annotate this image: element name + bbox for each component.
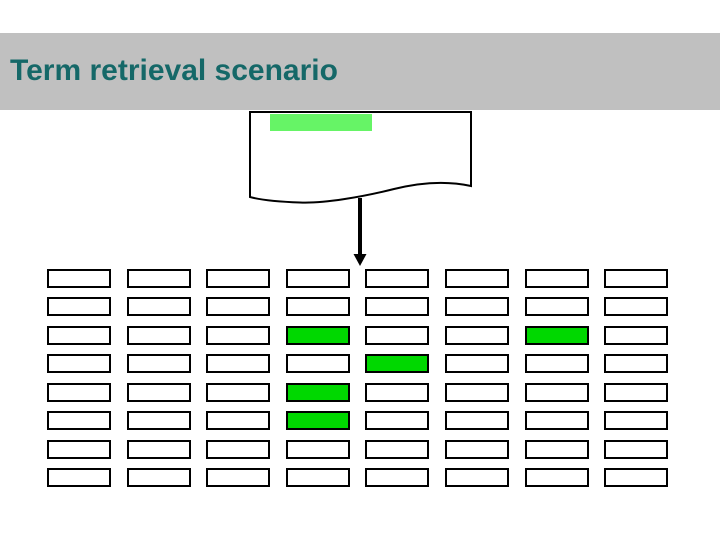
grid-cell-highlighted xyxy=(286,411,350,430)
grid-cell xyxy=(445,297,509,316)
grid-cell xyxy=(604,297,668,316)
grid-cell xyxy=(525,383,589,402)
grid-cell xyxy=(365,326,429,345)
grid-cell xyxy=(286,269,350,288)
grid-cell xyxy=(47,383,111,402)
grid-cell xyxy=(604,468,668,487)
grid-cell-highlighted xyxy=(365,354,429,373)
grid-cell xyxy=(604,383,668,402)
grid-cell xyxy=(47,468,111,487)
grid-cell xyxy=(47,411,111,430)
grid-cell xyxy=(604,269,668,288)
grid-cell-highlighted xyxy=(525,326,589,345)
query-document-figure xyxy=(249,111,472,266)
grid-cell xyxy=(206,383,270,402)
grid-cell xyxy=(127,383,191,402)
grid-cell xyxy=(525,354,589,373)
grid-cell xyxy=(365,269,429,288)
grid-cell xyxy=(206,354,270,373)
grid-cell xyxy=(47,297,111,316)
grid-cell xyxy=(525,440,589,459)
grid-cell xyxy=(365,468,429,487)
grid-cell xyxy=(127,326,191,345)
grid-cell xyxy=(206,297,270,316)
grid-cell xyxy=(445,269,509,288)
grid-cell xyxy=(445,468,509,487)
grid-cell xyxy=(47,269,111,288)
query-term-highlight-bar xyxy=(270,114,372,131)
slide-title: Term retrieval scenario xyxy=(10,54,338,87)
grid-cell xyxy=(365,411,429,430)
grid-cell-highlighted xyxy=(286,383,350,402)
grid-cell xyxy=(47,326,111,345)
grid-cell xyxy=(127,354,191,373)
grid-cell xyxy=(604,354,668,373)
grid-cell xyxy=(286,354,350,373)
grid-cell xyxy=(445,440,509,459)
grid-cell xyxy=(206,468,270,487)
grid-cell xyxy=(365,383,429,402)
grid-cell xyxy=(525,468,589,487)
grid-cell xyxy=(365,440,429,459)
grid-cell xyxy=(127,269,191,288)
grid-cell xyxy=(286,468,350,487)
grid-cell xyxy=(206,440,270,459)
grid-cell xyxy=(604,411,668,430)
grid-cell xyxy=(525,269,589,288)
grid-cell xyxy=(127,297,191,316)
grid-cell xyxy=(286,440,350,459)
grid-cell xyxy=(445,326,509,345)
term-grid xyxy=(47,269,673,489)
grid-cell xyxy=(206,411,270,430)
grid-cell xyxy=(445,354,509,373)
grid-cell xyxy=(127,411,191,430)
document-shape xyxy=(249,111,472,204)
grid-cell xyxy=(206,326,270,345)
grid-cell xyxy=(445,411,509,430)
grid-cell xyxy=(525,297,589,316)
grid-cell xyxy=(525,411,589,430)
grid-cell xyxy=(127,440,191,459)
grid-cell xyxy=(47,354,111,373)
title-band xyxy=(0,33,720,110)
grid-cell xyxy=(604,326,668,345)
grid-cell xyxy=(206,269,270,288)
grid-cell xyxy=(604,440,668,459)
grid-cell xyxy=(47,440,111,459)
grid-cell xyxy=(286,297,350,316)
grid-cell-highlighted xyxy=(286,326,350,345)
down-arrow-icon xyxy=(353,198,367,266)
grid-cell xyxy=(365,297,429,316)
grid-cell xyxy=(127,468,191,487)
grid-cell xyxy=(445,383,509,402)
